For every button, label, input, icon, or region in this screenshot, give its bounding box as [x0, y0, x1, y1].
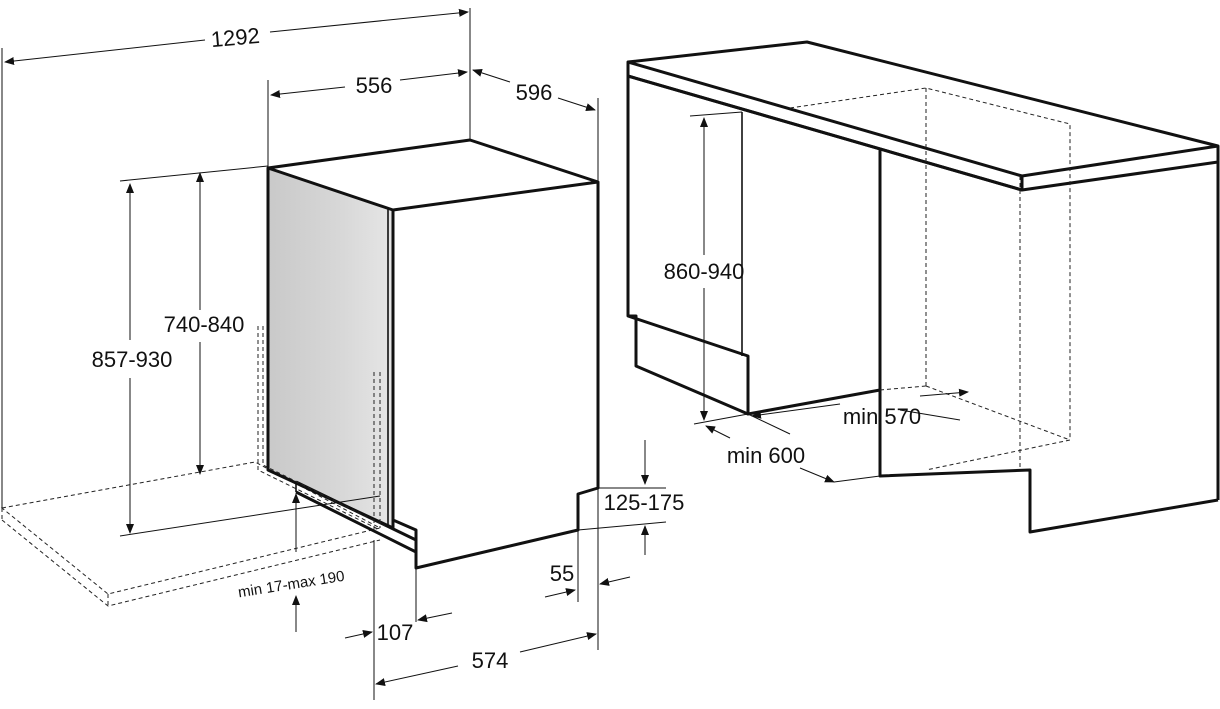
dim-plinth-height: 125-175 [604, 490, 685, 515]
dim-niche-depth: min 600 [727, 443, 805, 468]
niche-drawing: 860-940 min 570 min 600 [626, 40, 1220, 534]
dim-depth: 596 [516, 80, 553, 105]
dim-plinth-gap: min 17-max 190 [237, 568, 346, 602]
dim-niche-width: min 570 [843, 404, 921, 429]
dim-height-total: 857-930 [92, 347, 173, 372]
niche-outline [789, 87, 1071, 471]
cabinet-right [878, 162, 1220, 534]
cabinet-left [626, 76, 882, 416]
dim-body-width: 556 [356, 73, 393, 98]
dim-base-depth: 574 [472, 648, 509, 673]
dishwasher-drawing: 1292 556 596 857-930 740-840 min 17-max … [0, 8, 685, 700]
dim-foot-inset: 55 [550, 561, 574, 586]
dim-door-offset: 107 [377, 620, 414, 645]
countertop [626, 40, 1220, 192]
floor-plate [0, 461, 382, 607]
dim-overall-width: 1292 [210, 23, 261, 52]
dim-height-panel: 740-840 [164, 312, 245, 337]
dim-niche-height: 860-940 [664, 259, 745, 284]
